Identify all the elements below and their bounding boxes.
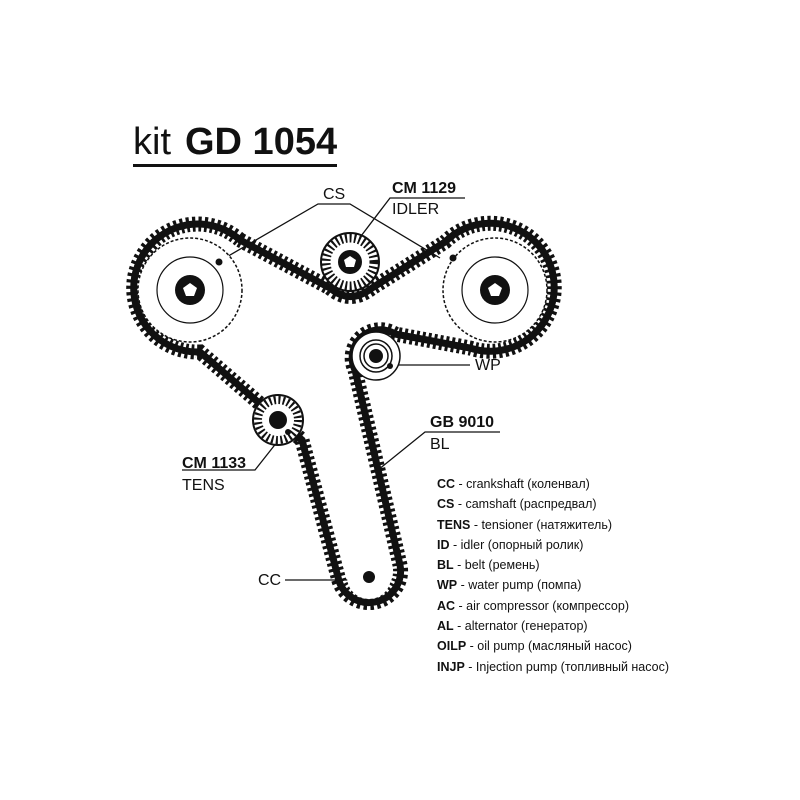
legend-item: AC - air compressor (компрессор) <box>437 598 630 613</box>
legend-item: OILP - oil pump (масляный насос) <box>437 639 632 654</box>
kit-code: GD 1054 <box>185 121 338 163</box>
label-idler-part: CM 1129 <box>392 180 457 197</box>
water-pump-pulley <box>351 331 401 381</box>
legend-item: INJP - Injection pump (топливный насос) <box>437 659 670 674</box>
left-camshaft-pulley <box>137 237 243 343</box>
kit-prefix: kit <box>133 121 171 163</box>
legend-item: TENS - tensioner (натяжитель) <box>437 517 613 532</box>
legend-item: BL - belt (ремень) <box>437 558 540 573</box>
legend-item: CC - crankshaft (коленвал) <box>437 477 590 491</box>
label-idler: IDLER <box>392 201 440 218</box>
crankshaft-pulley <box>347 555 391 599</box>
idler-leader <box>357 197 465 241</box>
right-camshaft-pulley <box>442 237 548 343</box>
label-belt: BL <box>430 436 450 453</box>
legend-item: ID - idler (опорный ролик) <box>437 537 584 552</box>
label-cs: CS <box>323 186 346 203</box>
legend-item: CS - camshaft (распредвал) <box>437 497 597 512</box>
tensioner-pulley <box>252 394 304 446</box>
kit-title: kit GD 1054 <box>133 121 338 167</box>
leader-lines <box>182 197 500 581</box>
cs-leader <box>217 203 441 263</box>
label-tens: TENS <box>182 477 225 494</box>
belt-leader <box>377 431 500 471</box>
legend-item: AL - alternator (генератор) <box>437 619 588 634</box>
label-belt-part: GB 9010 <box>430 414 495 431</box>
idler-pulley <box>320 232 380 292</box>
label-cc: CC <box>258 572 282 589</box>
label-tens-part: CM 1133 <box>182 455 247 472</box>
legend: CC - crankshaft (коленвал) CS - camshaft… <box>437 474 669 677</box>
legend-item: WP - water pump (помпа) <box>437 578 582 593</box>
label-wp: WP <box>475 357 501 374</box>
